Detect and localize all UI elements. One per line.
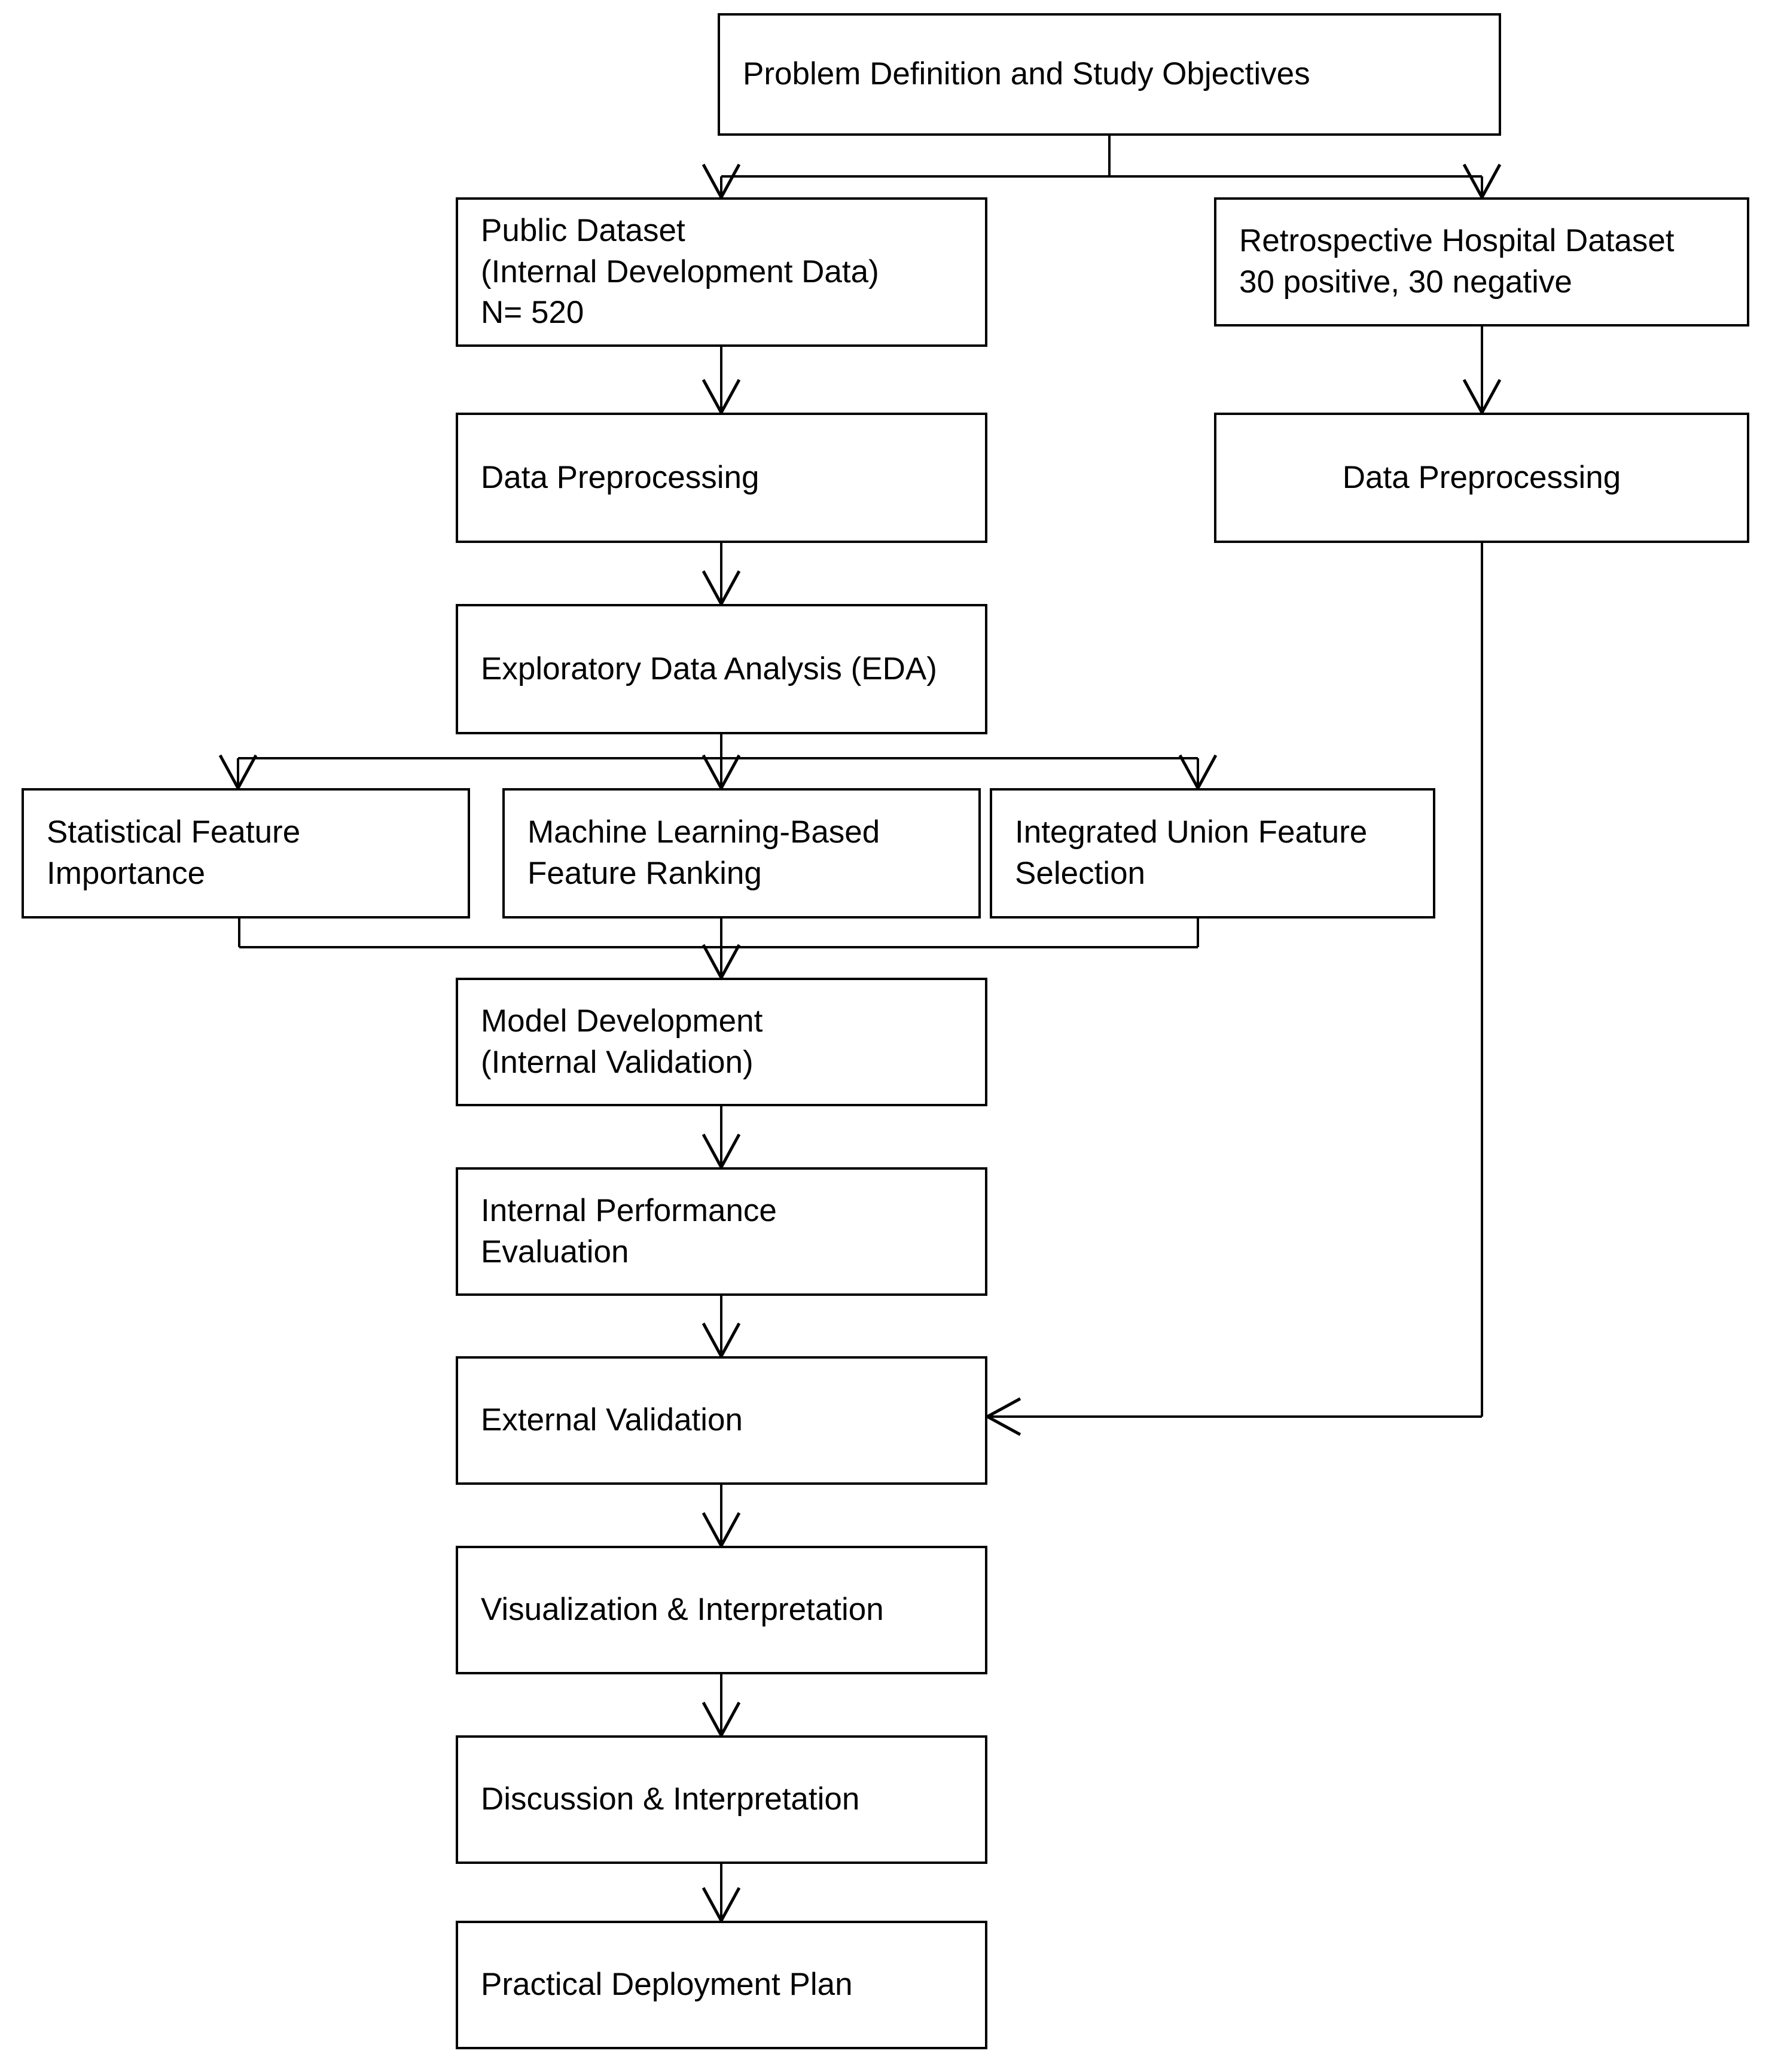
node-label: Visualization & Interpretation [481,1592,884,1628]
node-model-development-internal-validation[interactable]: Model Development (Internal Validation) [456,978,987,1106]
node-label: Public Dataset [481,212,685,248]
edge-model-to-internal-evaluation [702,1106,741,1171]
edge-discussion-to-deployment [702,1864,741,1924]
node-retrospective-hospital-dataset[interactable]: Retrospective Hospital Dataset 30 positiv… [1214,197,1749,326]
node-label: Data Preprocessing [1342,459,1621,495]
node-label: Integrated Union Feature [1015,814,1368,850]
edge-internal-evaluation-to-external-validation [702,1296,741,1360]
node-label: Feature Ranking [527,856,762,891]
node-label: N= 520 [481,295,584,331]
edge-preprocessing-to-eda [702,543,741,608]
node-data-preprocessing-internal[interactable]: Data Preprocessing [456,413,987,543]
node-label: Discussion & Interpretation [481,1781,860,1817]
node-label: Evaluation [481,1234,629,1270]
node-practical-deployment-plan[interactable]: Practical Deployment Plan [456,1921,987,2049]
edge-external-preprocessing-to-external-validation [984,543,1483,1436]
node-label: 30 positive, 30 negative [1239,264,1572,300]
node-label: Data Preprocessing [481,459,760,495]
node-exploratory-data-analysis[interactable]: Exploratory Data Analysis (EDA) [456,604,987,734]
node-label: External Validation [481,1402,743,1438]
edge-visualization-to-discussion [702,1674,741,1739]
node-label: Model Development [481,1003,763,1039]
node-label: Machine Learning-Based [527,814,880,850]
edge-public-dataset-to-preprocessing [702,347,741,416]
node-label: Practical Deployment Plan [481,1967,853,2003]
edge-problem-to-split [702,136,1502,201]
node-label: Problem Definition and Study Objectives [743,56,1310,92]
node-external-validation[interactable]: External Validation [456,1356,987,1485]
edge-eda-to-feature-methods [218,734,1218,792]
node-label: Internal Performance [481,1192,777,1228]
node-public-dataset[interactable]: Public Dataset (Internal Development Data… [456,197,987,347]
edge-hospital-dataset-to-preprocessing [1462,326,1502,416]
node-visualization-and-interpretation[interactable]: Visualization & Interpretation [456,1546,987,1674]
edge-external-validation-to-visualization [702,1485,741,1549]
node-label: Statistical Feature [47,814,301,850]
node-label: (Internal Development Data) [481,254,879,289]
node-data-preprocessing-external[interactable]: Data Preprocessing [1214,413,1749,543]
node-label: Exploratory Data Analysis (EDA) [481,651,937,686]
node-label: Selection [1015,856,1146,891]
node-label: Retrospective Hospital Dataset [1239,223,1675,259]
edge-feature-methods-to-model-development [238,918,1199,981]
node-label: (Internal Validation) [481,1044,754,1080]
node-problem-definition-and-study-objectives[interactable]: Problem Definition and Study Objectives [718,13,1501,136]
node-label: Importance [47,856,206,891]
node-discussion-and-interpretation[interactable]: Discussion & Interpretation [456,1735,987,1864]
